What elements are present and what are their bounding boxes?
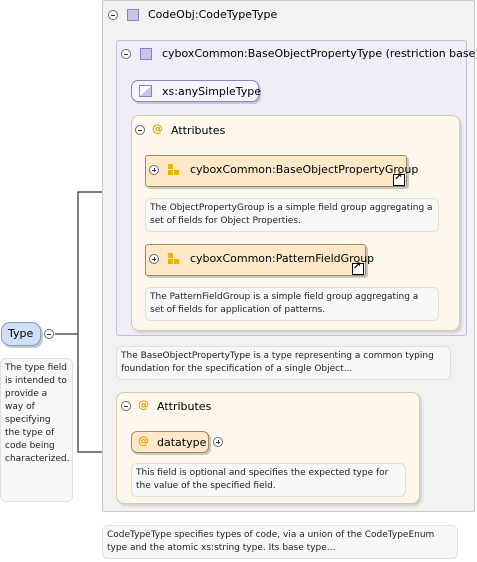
- datatype-attribute-node[interactable]: [131, 431, 209, 453]
- simple-type-node[interactable]: [131, 80, 259, 102]
- group-node-base-object-property[interactable]: [145, 155, 407, 187]
- type-element-node[interactable]: [1, 322, 41, 346]
- collapse-icon[interactable]: [108, 10, 118, 20]
- group-name: cyboxCommon:BaseObjectPropertyGroup: [190, 163, 419, 176]
- expand-icon[interactable]: [149, 254, 159, 264]
- datatype-doc: This field is optional and specifies the…: [131, 463, 406, 497]
- goto-definition-icon[interactable]: [352, 261, 364, 275]
- simple-type-icon: [139, 85, 152, 97]
- attributes-label: Attributes: [171, 124, 226, 137]
- attributes-label: Attributes: [157, 400, 212, 413]
- codetype-title: CodeObj:CodeTypeType: [148, 8, 278, 21]
- group-node-pattern-field[interactable]: [145, 244, 366, 276]
- attribute-name: datatype: [157, 436, 207, 449]
- goto-definition-icon[interactable]: [393, 172, 405, 186]
- complex-type-icon: [140, 48, 152, 60]
- attribute-at-icon: @: [152, 122, 163, 135]
- collapse-icon[interactable]: [121, 401, 131, 411]
- complex-type-icon: [127, 9, 139, 21]
- expand-icon[interactable]: [149, 165, 159, 175]
- type-doc: The type field is intended to provide a …: [0, 358, 73, 502]
- attribute-at-icon: @: [138, 398, 149, 411]
- base-type-doc: The BaseObjectPropertyType is a type rep…: [116, 346, 451, 380]
- base-type-title: cyboxCommon:BaseObjectPropertyType (rest…: [162, 47, 477, 60]
- collapse-icon[interactable]: [44, 329, 54, 339]
- attribute-at-icon: @: [138, 434, 149, 447]
- group-name: cyboxCommon:PatternFieldGroup: [190, 252, 375, 265]
- collapse-icon[interactable]: [135, 125, 145, 135]
- group-icon: [168, 164, 180, 176]
- type-label: Type: [8, 327, 34, 340]
- group-doc: The PatternFieldGroup is a simple field …: [145, 287, 439, 321]
- codetype-doc: CodeTypeType specifies types of code, vi…: [102, 525, 458, 559]
- simple-type-label: xs:anySimpleType: [162, 85, 261, 98]
- expand-icon[interactable]: [213, 437, 223, 447]
- collapse-icon[interactable]: [121, 49, 131, 59]
- group-doc: The ObjectPropertyGroup is a simple fiel…: [145, 198, 439, 232]
- group-icon: [168, 253, 180, 265]
